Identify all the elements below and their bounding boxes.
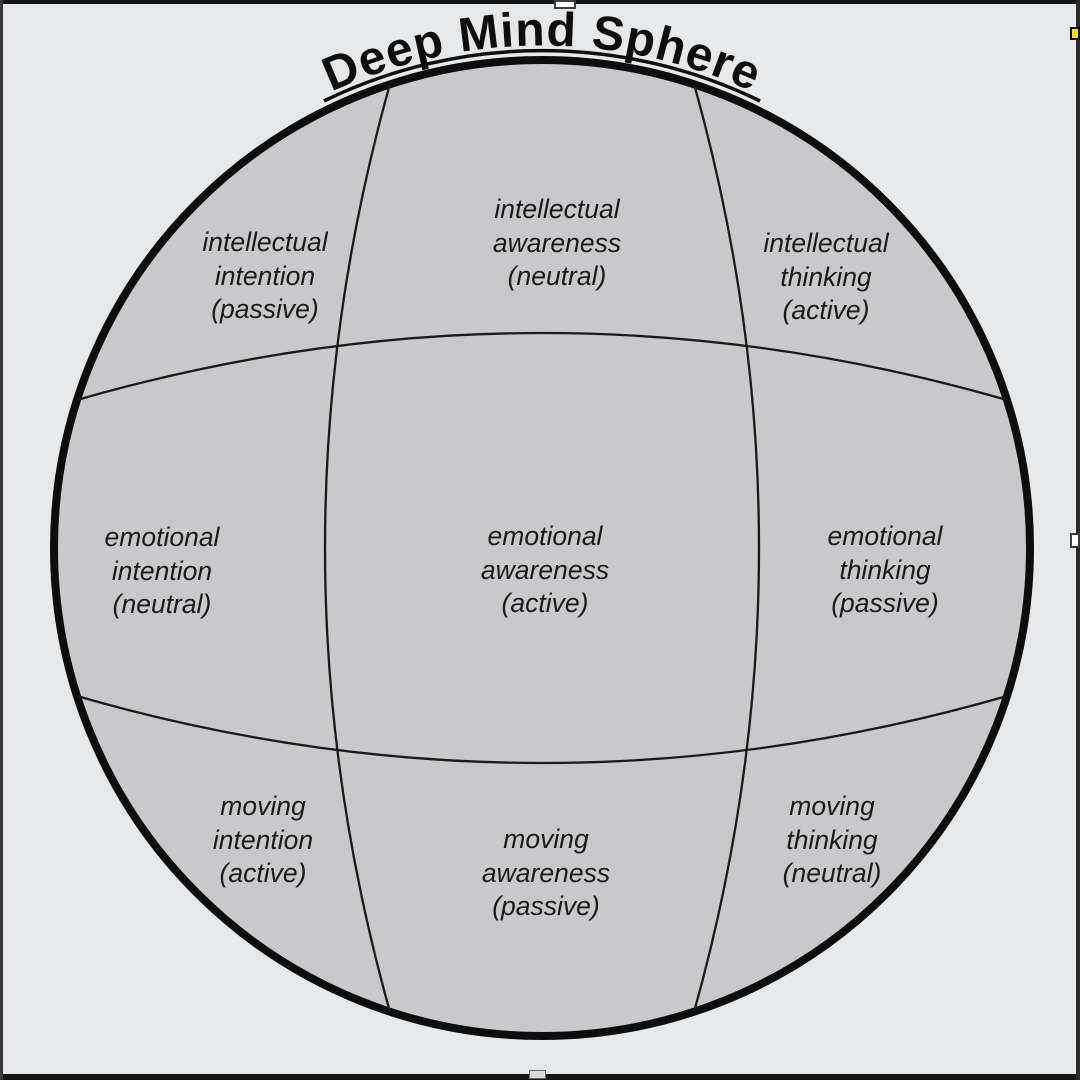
title-underline-arc [323,48,761,103]
sphere-cell-label-moving-thinking: moving thinking (neutral) [783,790,882,891]
label-line: (passive) [211,293,319,324]
sphere-cell-label-moving-intention: moving intention (active) [213,790,313,891]
label-line: intention [111,555,213,586]
sphere-outline [50,56,1034,1040]
label-line: emotional [104,521,220,552]
sphere-cell-label-intellectual-thinking: intellectual thinking (active) [763,227,888,328]
label-line: intention [214,260,316,291]
label-line: (neutral) [782,857,882,888]
sphere-cell-label-emotional-thinking: emotional thinking (passive) [828,520,943,621]
label-line: (neutral) [507,260,607,291]
sphere-meridian-left [323,83,392,1013]
label-line: (neutral) [112,588,212,619]
label-line: (active) [501,587,589,618]
label-line: moving [220,790,306,821]
label-line: moving [789,790,875,821]
sphere-cell-label-moving-awareness: moving awareness (passive) [482,823,610,924]
label-line: (active) [782,294,870,325]
selection-handle-top[interactable] [554,0,576,9]
label-line: awareness [481,857,611,888]
label-line: (passive) [492,890,600,921]
label-line: emotional [827,520,943,551]
frame-line-left [0,0,3,1080]
label-line: moving [503,823,589,854]
label-line: (active) [219,857,307,888]
sphere-cell-label-emotional-intention: emotional intention (neutral) [105,521,220,622]
label-line: thinking [786,824,878,855]
label-line: emotional [487,520,603,551]
label-line: thinking [780,261,872,292]
selection-handle-bottom[interactable] [529,1070,546,1079]
sphere-cell-label-emotional-awareness: emotional awareness (active) [481,520,609,621]
sphere-cell-label-intellectual-intention: intellectual intention (passive) [202,226,327,327]
label-line: intellectual [494,193,620,224]
selection-handle-right[interactable] [1070,533,1080,548]
yellow-marker-handle[interactable] [1070,27,1080,40]
label-line: intellectual [202,226,328,257]
frame-line-top [0,0,1080,4]
label-line: awareness [480,554,610,585]
label-line: (passive) [831,587,939,618]
label-line: intellectual [763,227,889,258]
sphere-parallel-bottom [76,694,1008,765]
sphere-parallel-top [76,331,1008,402]
label-line: thinking [839,554,931,585]
label-line: awareness [492,227,622,258]
sphere-cell-label-intellectual-awareness: intellectual awareness (neutral) [493,193,621,294]
sphere-meridian-right [692,83,761,1013]
label-line: intention [212,824,314,855]
